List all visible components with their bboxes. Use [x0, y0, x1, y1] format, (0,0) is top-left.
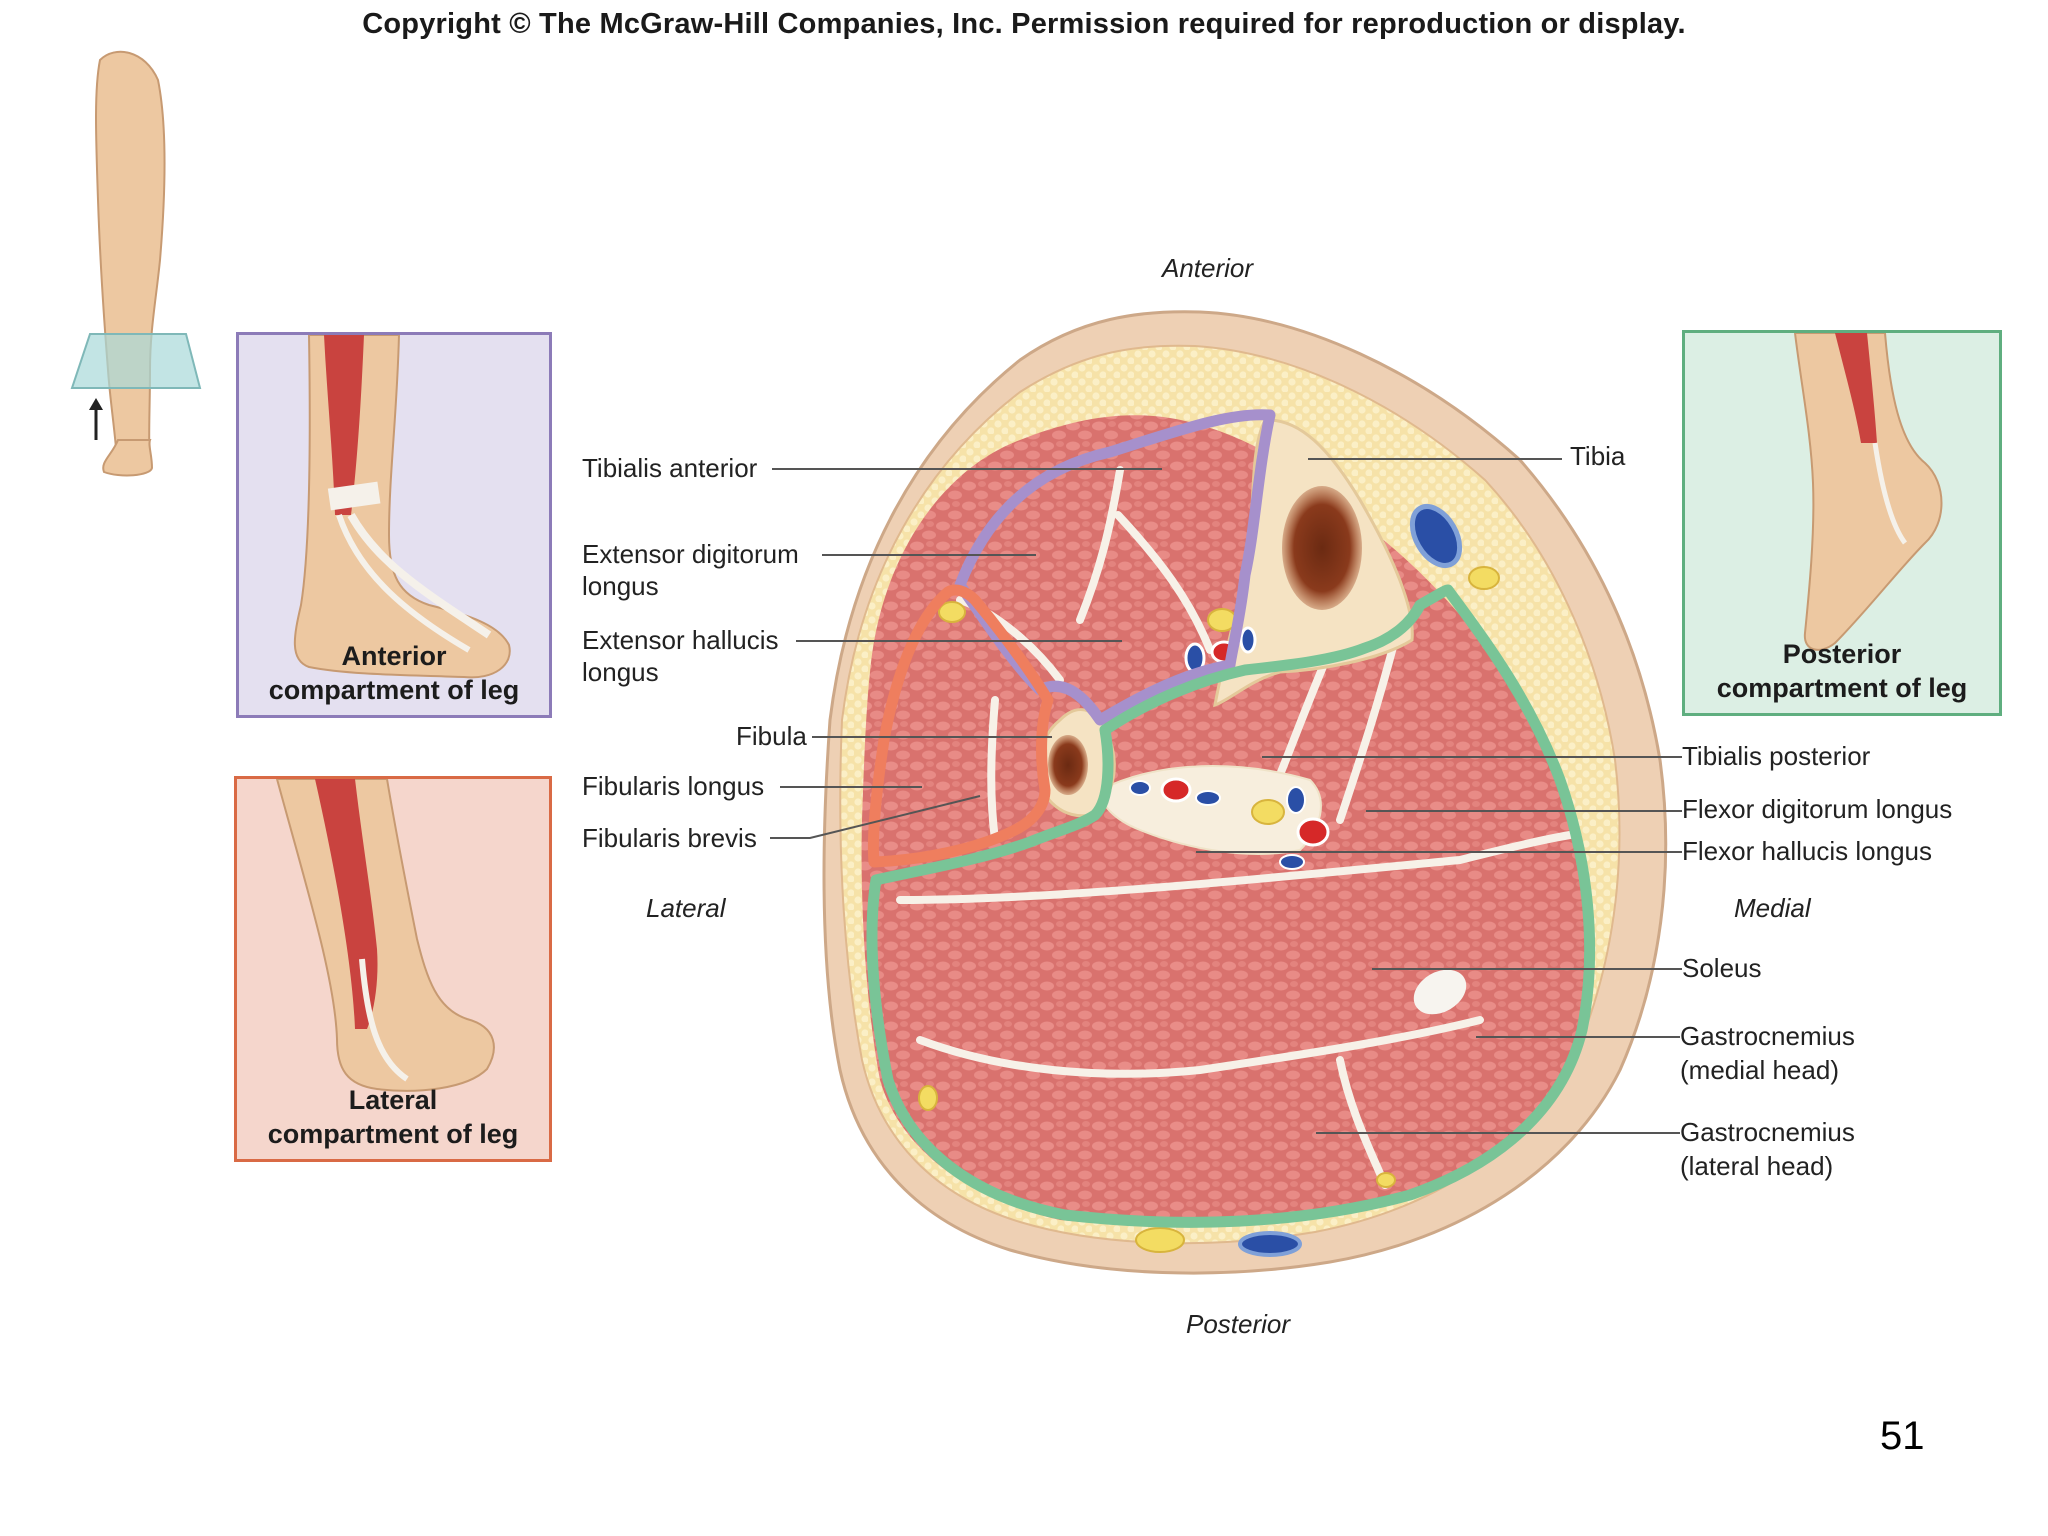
anterior-panel-caption-line1: Anterior: [341, 641, 447, 671]
posterior-compartment-panel: Posterior compartment of leg: [1682, 330, 2002, 716]
leader-tibia: [1308, 458, 1562, 460]
label-fibularis-longus: Fibularis longus: [582, 771, 765, 801]
page-number: 51: [1880, 1414, 1925, 1458]
label-tibia: Tibia: [1570, 441, 1626, 471]
posterior-compartment-outline: [866, 584, 1596, 1228]
label-extensor-hallucis-2: longus: [582, 657, 659, 687]
label-fibularis-brevis: Fibularis brevis: [582, 823, 757, 853]
anterior-compartment-panel: Anterior compartment of leg: [236, 332, 552, 718]
lateral-panel-caption-line2: compartment of leg: [267, 1119, 519, 1149]
leader-fibularis-brevis: [770, 795, 981, 839]
anterior-compartment-outline: [954, 409, 1276, 726]
label-gastrocnemius-lateral-2: (lateral head): [1680, 1151, 1834, 1181]
leader-flexor-digitorum-longus: [1366, 810, 1682, 812]
leader-gastrocnemius-lateral: [1316, 1132, 1680, 1134]
label-soleus: Soleus: [1682, 953, 1762, 983]
leader-soleus: [1372, 968, 1682, 970]
leader-gastrocnemius-medial: [1476, 1036, 1680, 1038]
leader-tibialis-anterior: [772, 468, 1162, 470]
label-gastrocnemius-lateral-1: Gastrocnemius: [1680, 1117, 1855, 1147]
label-extensor-digitorum-2: longus: [582, 571, 659, 601]
leader-flexor-hallucis-longus: [1196, 851, 1682, 853]
lateral-leg-illustration: [275, 779, 495, 1092]
lateral-panel-caption-line1: Lateral: [348, 1085, 438, 1115]
lateral-compartment-outline: [867, 584, 1054, 868]
label-extensor-digitorum-1: Extensor digitorum: [582, 539, 799, 569]
posterior-leg-illustration: [1793, 333, 1943, 651]
label-flexor-hallucis-longus: Flexor hallucis longus: [1682, 836, 1933, 866]
label-fibula: Fibula: [736, 721, 807, 751]
anterior-leg-illustration: [293, 335, 511, 679]
label-tibialis-anterior: Tibialis anterior: [582, 453, 758, 483]
leader-extensor-hallucis: [796, 640, 1122, 642]
label-tibialis-posterior: Tibialis posterior: [1682, 741, 1871, 771]
leader-tibialis-posterior: [1262, 756, 1682, 758]
copyright-notice: Copyright © The McGraw-Hill Companies, I…: [362, 8, 1686, 40]
leader-fibula: [812, 736, 1052, 738]
orientation-anterior: Anterior: [1162, 253, 1254, 283]
label-flexor-digitorum-longus: Flexor digitorum longus: [1682, 794, 1953, 824]
label-extensor-hallucis-1: Extensor hallucis: [582, 625, 779, 655]
posterior-panel-caption-line1: Posterior: [1782, 639, 1902, 669]
tibia-marrow: [1282, 486, 1362, 610]
leader-extensor-digitorum: [822, 554, 1036, 556]
leader-fibularis-longus: [780, 786, 922, 788]
posterior-panel-caption-line2: compartment of leg: [1716, 673, 1968, 703]
anterior-panel-caption-line2: compartment of leg: [268, 675, 520, 705]
vessels-nerves: [918, 504, 1500, 1257]
orientation-lateral: Lateral: [646, 893, 726, 923]
lateral-compartment-panel: Lateral compartment of leg: [234, 776, 552, 1162]
orientation-posterior: Posterior: [1186, 1309, 1291, 1339]
label-gastrocnemius-medial-2: (medial head): [1680, 1055, 1839, 1085]
label-gastrocnemius-medial-1: Gastrocnemius: [1680, 1021, 1855, 1051]
orientation-medial: Medial: [1734, 893, 1811, 923]
leg-orientation-illustration: [70, 50, 202, 477]
